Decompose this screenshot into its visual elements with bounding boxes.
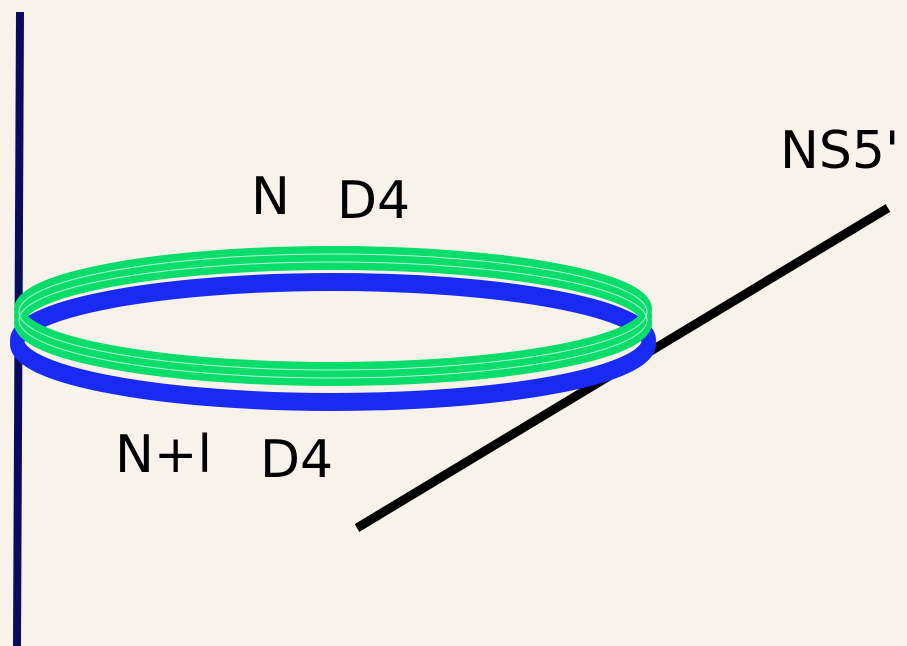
bottom-brane-label: D4	[260, 430, 333, 490]
bottom-count-label: N+l	[115, 425, 212, 485]
top-brane-label: D4	[337, 171, 410, 231]
nl-d4-ring	[10, 273, 656, 411]
top-count-label: N	[251, 167, 290, 227]
n-d4-ring	[14, 246, 652, 386]
ns5-prime-label: NS5'	[780, 121, 899, 181]
